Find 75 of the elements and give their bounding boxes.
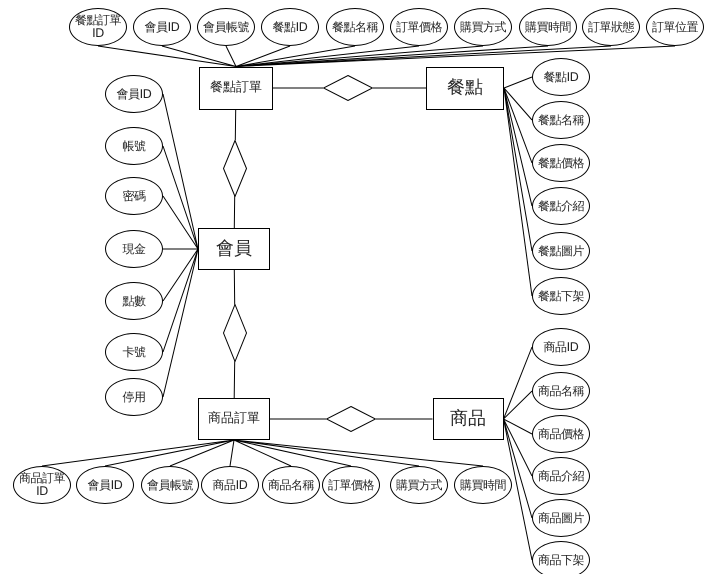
attribute-ellipse: 商品下架 xyxy=(532,541,590,574)
attribute-ellipse: 商品價格 xyxy=(532,415,590,453)
attribute-ellipse: 帳號 xyxy=(105,127,163,165)
attribute-ellipse: 購買時間 xyxy=(519,8,577,46)
attribute-ellipse: 會員ID xyxy=(105,75,163,113)
connector-line xyxy=(162,248,198,352)
relationship-diamond xyxy=(326,406,376,432)
attribute-ellipse: 餐點圖片 xyxy=(532,232,590,270)
attribute-ellipse: 點數 xyxy=(105,282,163,320)
attribute-ellipse: 訂單價格 xyxy=(322,466,380,504)
connector-line xyxy=(504,88,532,164)
attribute-ellipse: 餐點名稱 xyxy=(532,101,590,139)
attribute-ellipse: 商品圖片 xyxy=(532,499,590,537)
connector-line xyxy=(234,109,236,141)
connector-line xyxy=(234,440,352,466)
attribute-ellipse: 餐點價格 xyxy=(532,144,590,182)
attribute-ellipse: 購買時間 xyxy=(454,466,512,504)
attribute-ellipse: 會員ID xyxy=(76,466,134,504)
connector-line xyxy=(234,270,236,306)
attribute-ellipse: 會員ID xyxy=(133,8,191,46)
connector-line xyxy=(162,248,198,302)
connector-line xyxy=(234,195,236,228)
relationship-diamond xyxy=(223,304,247,362)
attribute-ellipse: 密碼 xyxy=(105,177,163,215)
connector-line xyxy=(503,390,532,420)
attribute-ellipse: 餐點介紹 xyxy=(532,187,590,225)
connector-line xyxy=(162,248,198,250)
attribute-ellipse: 訂單狀態 xyxy=(582,8,640,46)
connector-line xyxy=(270,418,326,420)
attribute-ellipse: 商品ID xyxy=(532,328,590,366)
attribute-ellipse: 商品ID xyxy=(201,466,259,504)
attribute-ellipse: 現金 xyxy=(105,230,163,268)
connector-line xyxy=(162,196,198,250)
attribute-ellipse: 購買方式 xyxy=(454,8,512,46)
connector-line xyxy=(236,46,356,67)
connector-line xyxy=(234,440,292,466)
connector-line xyxy=(162,146,198,250)
attribute-ellipse: 商品訂單ID xyxy=(13,466,71,504)
connector-line xyxy=(162,46,236,67)
connector-line xyxy=(226,46,236,67)
connector-line xyxy=(503,418,532,434)
attribute-ellipse: 訂單價格 xyxy=(390,8,448,46)
connector-line xyxy=(98,46,236,67)
connector-line xyxy=(236,46,420,67)
relationship-diamond xyxy=(223,140,247,196)
attribute-ellipse: 會員帳號 xyxy=(197,8,255,46)
connector-line xyxy=(503,346,532,420)
connector-line xyxy=(170,440,234,466)
attribute-ellipse: 卡號 xyxy=(105,333,163,371)
attribute-ellipse: 會員帳號 xyxy=(141,466,199,504)
entity-box: 會員 xyxy=(198,228,270,270)
connector-line xyxy=(234,360,236,398)
entity-box: 商品 xyxy=(432,398,504,440)
attribute-ellipse: 商品介紹 xyxy=(532,457,590,495)
attribute-ellipse: 餐點名稱 xyxy=(326,8,384,46)
entity-box: 餐點訂單 xyxy=(199,66,273,110)
connector-line xyxy=(504,88,532,120)
attribute-ellipse: 餐點訂單ID xyxy=(69,8,127,46)
connector-line xyxy=(236,46,290,67)
attribute-ellipse: 餐點下架 xyxy=(532,277,590,315)
connector-line xyxy=(104,440,234,466)
attribute-ellipse: 購買方式 xyxy=(390,466,448,504)
connector-line xyxy=(503,418,532,476)
attribute-ellipse: 餐點ID xyxy=(532,58,590,96)
connector-line xyxy=(230,440,234,466)
connector-line xyxy=(504,76,532,88)
connector-line xyxy=(376,418,433,420)
relationship-diamond xyxy=(323,75,373,101)
attribute-ellipse: 訂單位置 xyxy=(646,8,704,46)
attribute-ellipse: 餐點ID xyxy=(261,8,319,46)
entity-box: 商品訂單 xyxy=(198,398,270,440)
attribute-ellipse: 商品名稱 xyxy=(532,372,590,410)
attribute-ellipse: 停用 xyxy=(105,378,163,416)
attribute-ellipse: 商品名稱 xyxy=(262,466,320,504)
entity-box: 餐點 xyxy=(426,66,504,110)
